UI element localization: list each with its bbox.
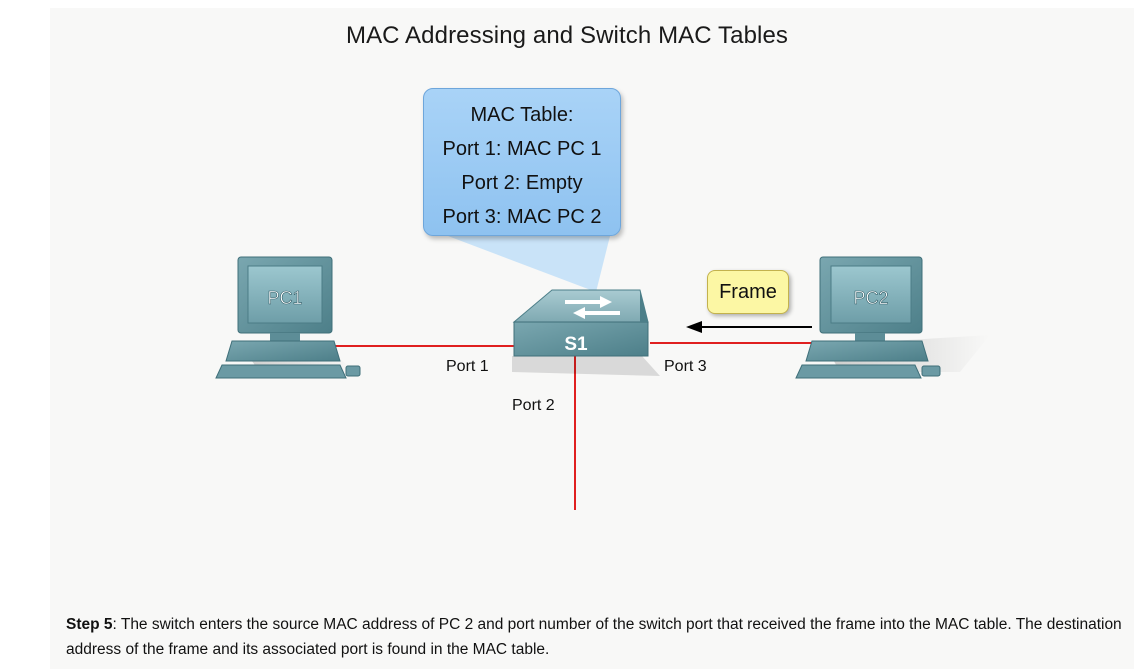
frame-arrow: [686, 321, 812, 333]
step-caption: Step 5: The switch enters the source MAC…: [66, 612, 1126, 662]
step-number: Step 5: [66, 616, 113, 633]
step-text: : The switch enters the source MAC addre…: [66, 616, 1122, 658]
frame-label: Frame: [707, 270, 789, 314]
mac-table-row: Port 1: MAC PC 1: [442, 138, 602, 160]
callout-pointer: [448, 236, 610, 292]
mac-table-row: Port 3: MAC PC 2: [442, 206, 602, 228]
port-3-label: Port 3: [664, 358, 707, 375]
switch-s1: S1: [512, 289, 660, 376]
switch-label: S1: [564, 334, 588, 355]
pc1-computer: PC1: [215, 256, 361, 379]
pc2-label: PC2: [853, 288, 888, 308]
mac-table-header: MAC Table:: [470, 104, 574, 126]
page-title: MAC Addressing and Switch MAC Tables: [345, 22, 789, 49]
switch-arrows-icon: [565, 296, 620, 319]
pc2-computer: PC2: [795, 256, 990, 379]
port-1-label: Port 1: [446, 358, 489, 375]
mac-table-callout: MAC Table: Port 1: MAC PC 1 Port 2: Empt…: [423, 88, 621, 236]
mac-table-row: Port 2: Empty: [461, 172, 583, 194]
port-2-label: Port 2: [512, 397, 555, 414]
pc1-label: PC1: [267, 288, 302, 308]
